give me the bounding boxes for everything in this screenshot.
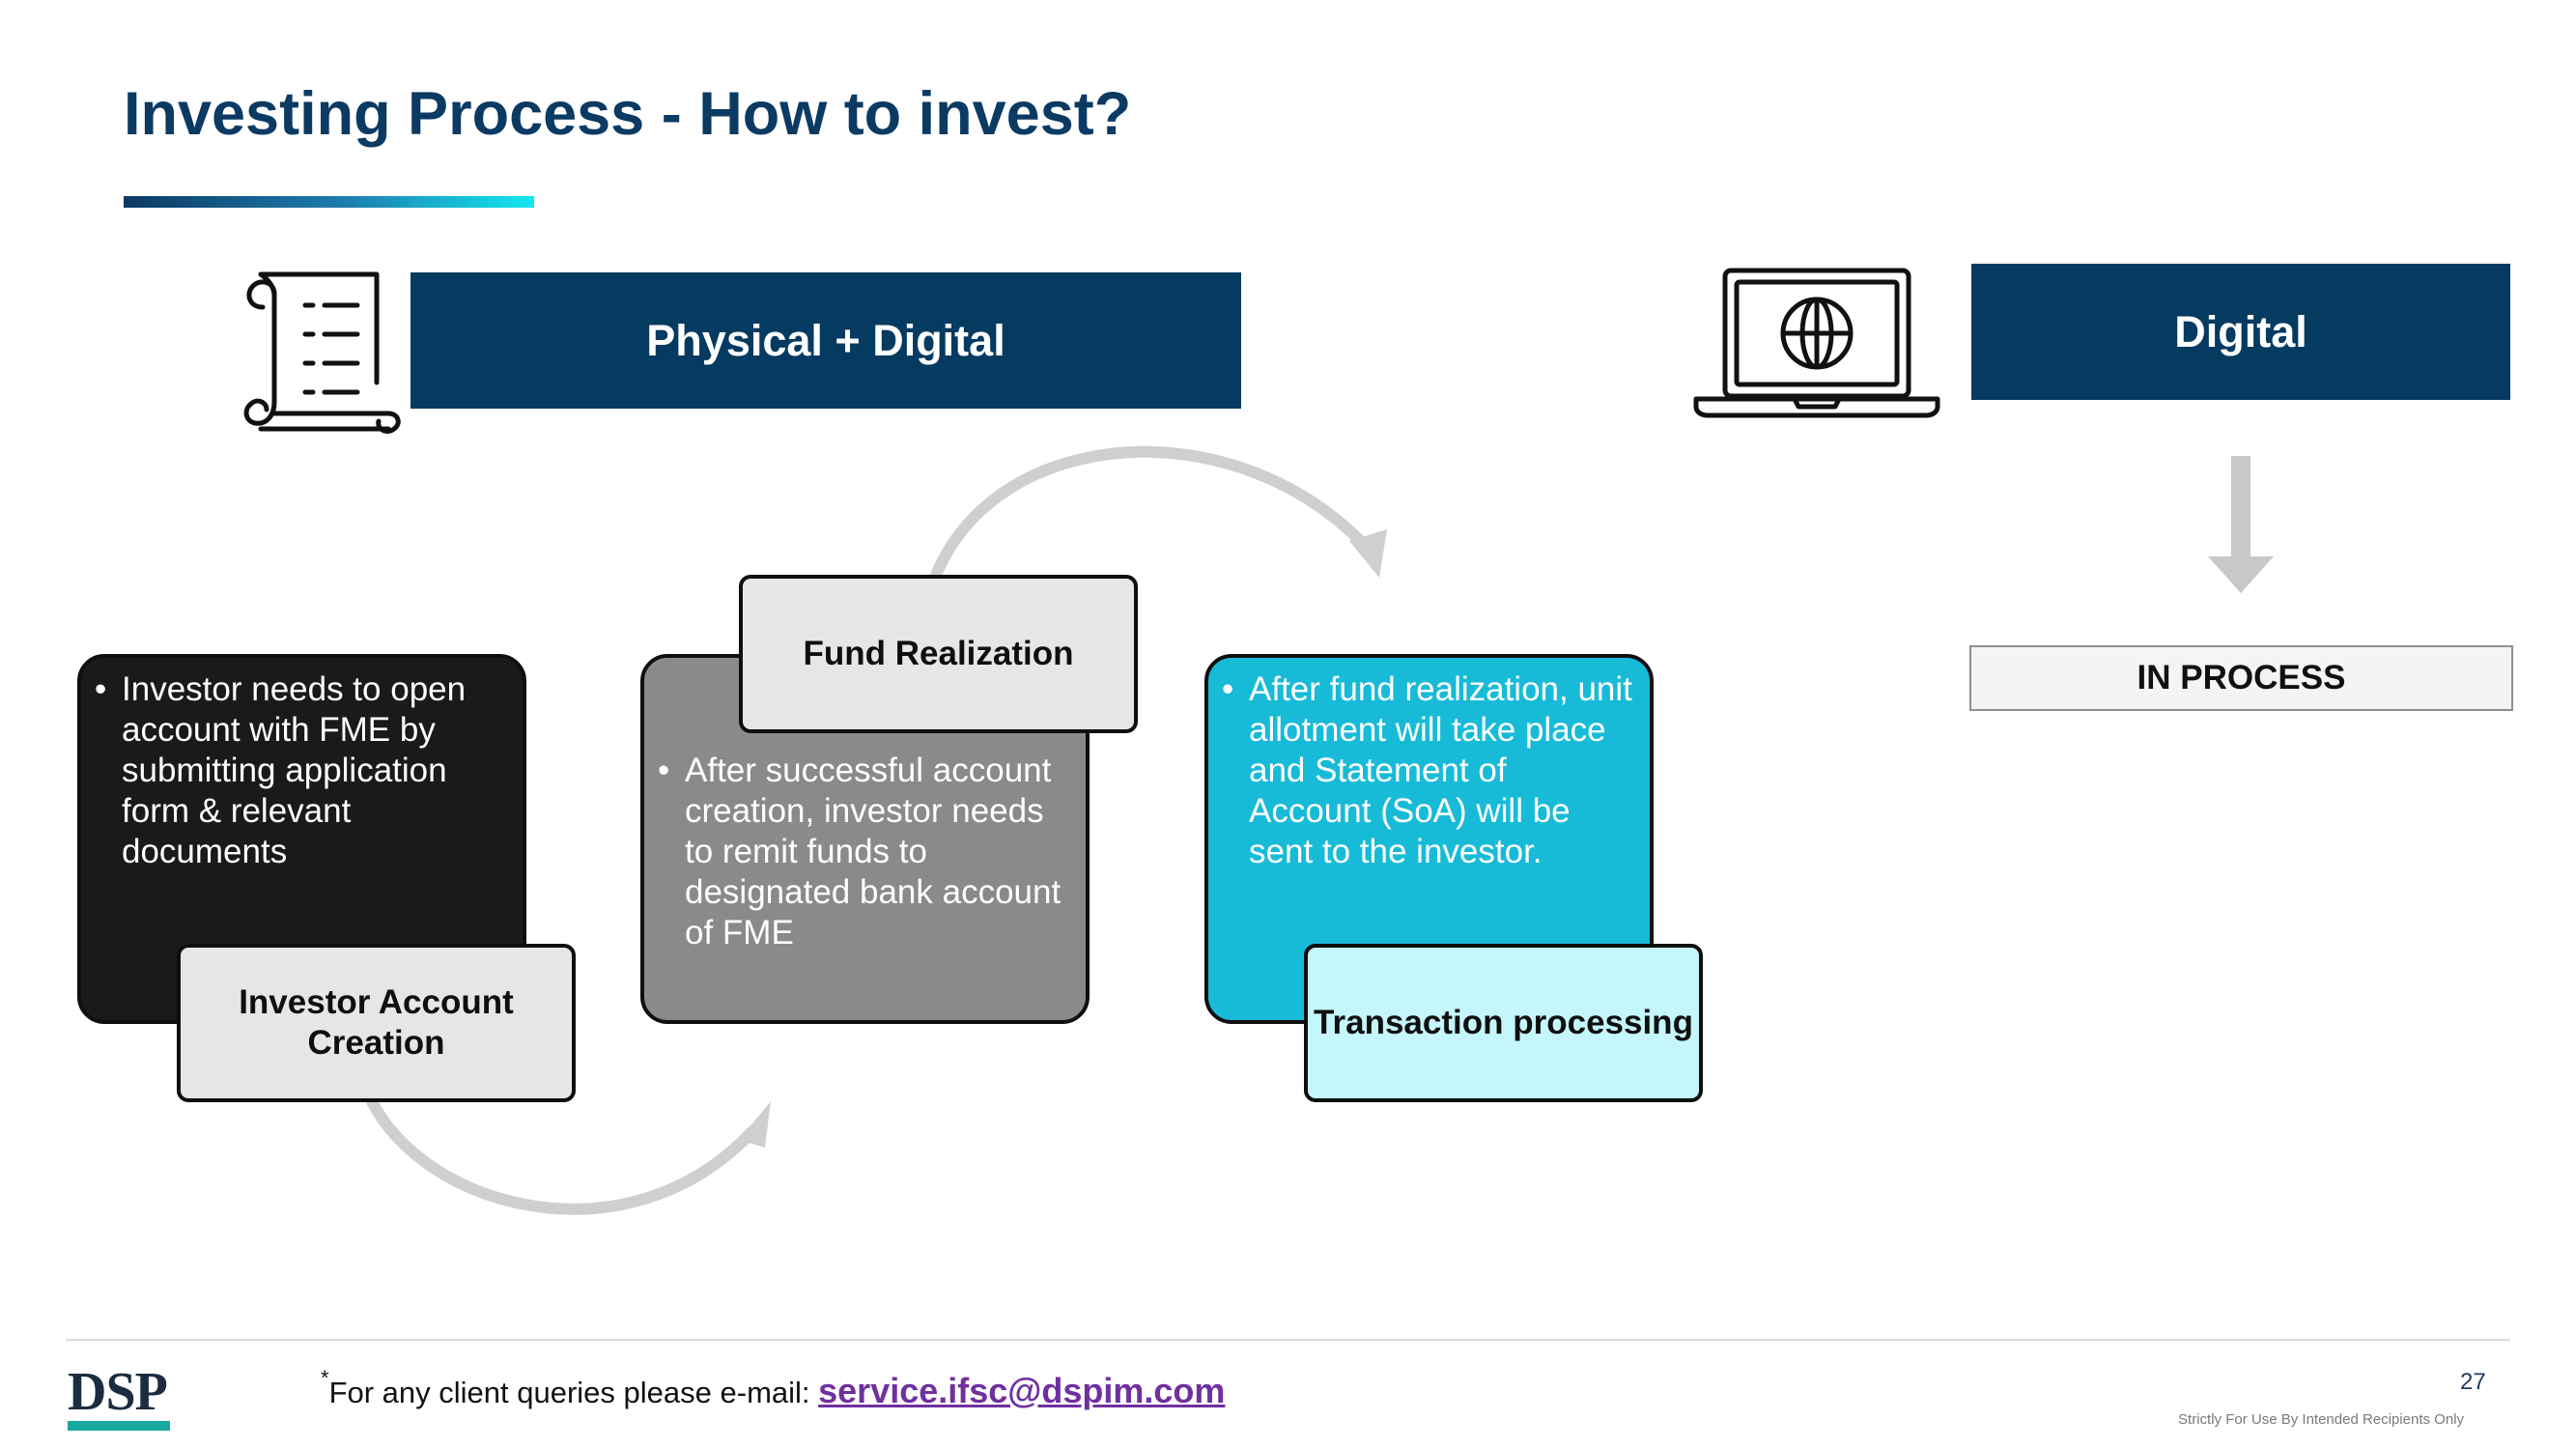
disclaimer: Strictly For Use By Intended Recipients … [2178,1411,2464,1428]
step-label-text: Fund Realization [803,635,1074,672]
page-number: 27 [2460,1369,2486,1395]
page-title: Investing Process - How to invest? [124,80,1132,148]
physical-digital-header: Physical + Digital [410,272,1241,409]
step-label-transaction-processing: Transaction processing [1304,944,1703,1102]
step-label-text: Transaction processing [1314,1004,1693,1041]
arc-arrow-top-head [1349,529,1387,578]
footnote-mark: * [321,1366,329,1390]
step-bullet: After fund realization, unit allotment w… [1222,669,1632,872]
footer-note: *For any client queries please e-mail: s… [321,1366,1225,1411]
dsp-logo-text: DSP [68,1362,168,1422]
step-label-text: Investor Account Creation [239,983,514,1062]
digital-header: Digital [1971,264,2510,400]
title-underline [124,196,534,208]
arc-arrow-top [929,445,1375,583]
footer-note-text: For any client queries please e-mail: [328,1376,819,1409]
arc-arrow-bottom [366,1095,759,1215]
laptop-globe-icon [1693,268,1940,418]
digital-status-badge: IN PROCESS [1969,645,2513,711]
arc-arrow-bottom-head [739,1101,771,1148]
dsp-logo-bar [68,1421,170,1431]
step-bullet: After successful account creation, inves… [658,751,1068,953]
step-label-fund-realization: Fund Realization [739,575,1138,733]
scroll-document-icon [243,271,401,434]
footer-divider [66,1339,2510,1341]
support-email-link[interactable]: service.ifsc@dspim.com [818,1371,1226,1410]
step-bullet: Investor needs to open account with FME … [95,669,505,872]
dsp-logo: DSP [68,1365,174,1431]
step-label-investor-account-creation: Investor Account Creation [177,944,576,1102]
down-arrow-icon [2208,456,2274,593]
